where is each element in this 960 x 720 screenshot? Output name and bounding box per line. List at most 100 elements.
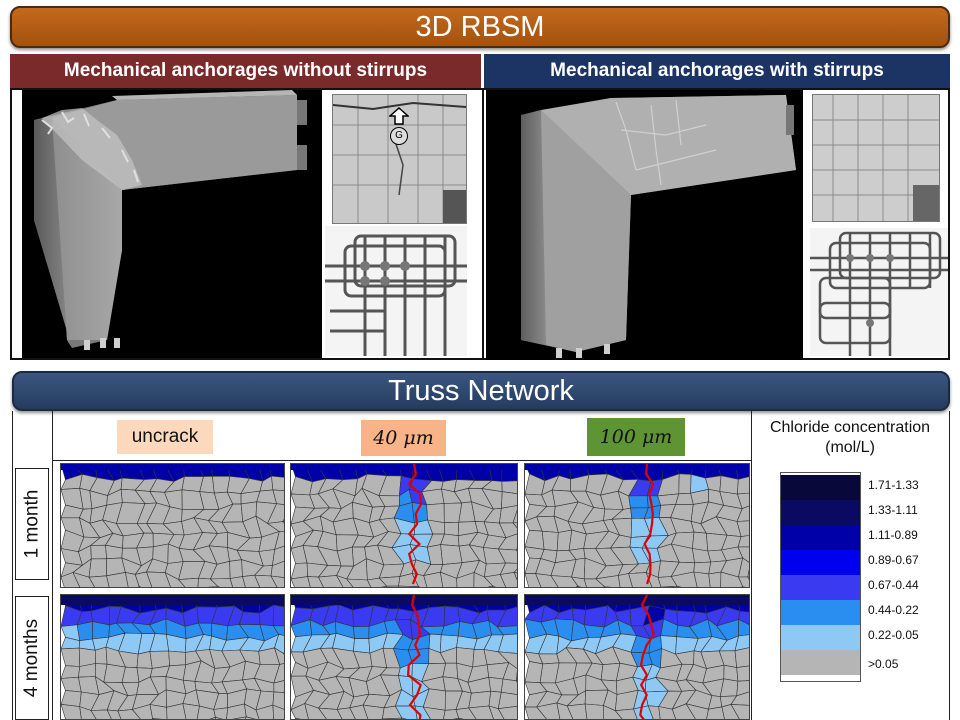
- cell-40um-1-month: [290, 463, 518, 588]
- mesh-grain: [270, 575, 284, 587]
- mesh-grain: [488, 705, 505, 719]
- mesh-grain: [255, 704, 274, 719]
- mesh-grain: [291, 576, 311, 587]
- rebar-cage-without-stirrups: [325, 226, 467, 356]
- mesh-grain: [498, 633, 517, 654]
- mesh-grain: [468, 705, 494, 719]
- legend-swatch: [781, 625, 860, 650]
- mesh-grain: [182, 703, 200, 719]
- mesh-grain: [254, 574, 278, 587]
- mesh-grain: [295, 717, 301, 719]
- surface-band: [61, 595, 284, 605]
- surface-band: [525, 595, 749, 605]
- mesh-grain: [442, 662, 459, 679]
- mesh-grain: [90, 544, 108, 560]
- subtitle-without-stirrups: Mechanical anchorages without stirrups: [10, 54, 481, 88]
- mesh-grain: [138, 586, 142, 587]
- mesh-grain: [401, 717, 407, 719]
- legend-swatch: [781, 575, 860, 600]
- mesh-grain: [106, 572, 129, 587]
- mesh-grain: [61, 487, 84, 510]
- cell-uncrack-4-months: [60, 594, 285, 720]
- mesh-grain: [747, 623, 749, 626]
- cell-100um-4-months: [524, 594, 750, 720]
- mesh-grain: [541, 530, 559, 552]
- mesh-grain: [721, 704, 740, 719]
- legend-swatch: [781, 525, 860, 550]
- mesh-grain: [456, 572, 475, 587]
- surface-band: [291, 595, 517, 605]
- mesh-grain: [497, 548, 517, 564]
- mesh-grain: [272, 625, 284, 636]
- mesh-grain: [273, 680, 284, 693]
- mesh-grain: [500, 678, 517, 695]
- mesh-grain: [487, 585, 494, 587]
- mesh-grain: [676, 585, 682, 587]
- mesh-grain: [291, 703, 309, 719]
- mesh-grain: [88, 575, 110, 587]
- truss-title: Truss Network: [388, 374, 574, 407]
- mesh-grain: [730, 704, 749, 719]
- mesh-grain: [92, 621, 110, 640]
- mesh-grain: [61, 647, 81, 667]
- cell-svg: [291, 464, 517, 587]
- mesh-grain: [719, 475, 739, 495]
- mesh-grain: [737, 535, 749, 548]
- legend-swatch: [781, 500, 860, 525]
- mesh-grain: [556, 702, 574, 719]
- legend-swatch: [781, 475, 860, 500]
- mesh-grain: [515, 680, 517, 683]
- mesh-grain: [498, 522, 517, 539]
- mesh-grain: [617, 573, 633, 587]
- mesh-grain: [736, 680, 749, 697]
- mesh-grain: [149, 650, 170, 669]
- mesh-grain: [513, 572, 517, 581]
- crack-line: [639, 595, 655, 719]
- table-divider: [52, 411, 53, 720]
- mesh-grain: [734, 647, 749, 668]
- cell-svg: [525, 595, 749, 719]
- mesh-grain: [501, 491, 517, 509]
- legend-label: 0.44-0.22: [868, 603, 919, 617]
- mesh-grain: [536, 702, 561, 719]
- mesh-grain: [272, 545, 284, 567]
- mesh-grain: [614, 708, 638, 719]
- mesh-grain: [94, 646, 108, 665]
- column-label-uncrack: uncrack: [117, 420, 213, 454]
- test-photo-with-stirrups: [812, 94, 940, 222]
- mesh-grain: [468, 690, 492, 709]
- mesh-grain: [273, 663, 284, 684]
- mesh-grain: [244, 716, 256, 719]
- cell-100um-1-month: [524, 463, 750, 588]
- legend-label: 0.67-0.44: [868, 578, 919, 592]
- mesh-grain: [658, 706, 677, 719]
- mesh-grain: [685, 703, 709, 719]
- legend-label: >0.05: [868, 657, 899, 671]
- cell-40um-4-months: [290, 594, 518, 720]
- crack-line: [643, 464, 655, 585]
- mesh-grain: [512, 509, 517, 524]
- mesh-grain: [595, 575, 621, 587]
- mesh-grain: [72, 572, 95, 587]
- mesh-grain: [291, 562, 308, 580]
- mesh-grain: [633, 705, 654, 719]
- mesh-grain: [458, 717, 464, 719]
- mesh-grain: [570, 576, 587, 587]
- mesh-grain: [496, 625, 517, 636]
- mesh-grain: [242, 574, 261, 587]
- mesh-grain: [166, 703, 187, 719]
- mesh-grain: [628, 572, 653, 587]
- mesh-grain: [734, 634, 749, 652]
- mesh-grain: [149, 704, 168, 719]
- cell-svg: [291, 595, 517, 719]
- mesh-grain: [232, 716, 247, 719]
- mesh-grain: [282, 519, 284, 523]
- legend-label: 1.11-0.89: [868, 528, 918, 542]
- mesh-grain: [670, 571, 698, 587]
- mesh-grain: [736, 665, 749, 682]
- legend-label: 1.71-1.33: [868, 478, 919, 492]
- mesh-grain: [747, 576, 749, 580]
- mesh-grain: [349, 704, 369, 719]
- mesh-grain: [117, 709, 141, 719]
- mesh-grain: [335, 574, 354, 587]
